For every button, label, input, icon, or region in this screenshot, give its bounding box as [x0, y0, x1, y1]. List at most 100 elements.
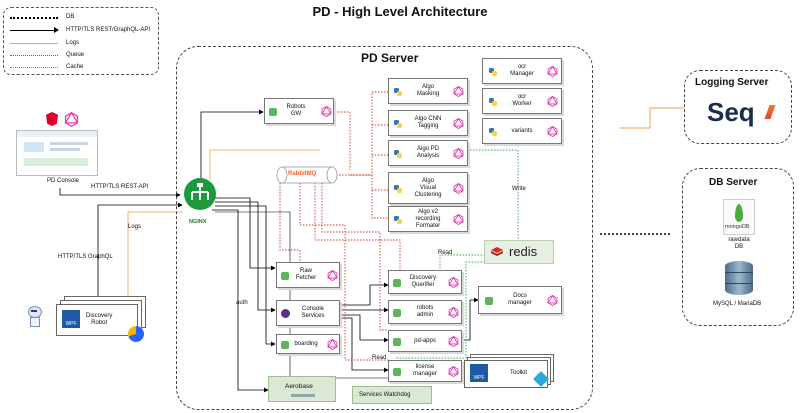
- node-icon: [393, 338, 401, 346]
- pd-console[interactable]: [16, 112, 98, 178]
- graphql-icon: [327, 339, 338, 350]
- graphql-icon: [453, 214, 464, 225]
- legend-logs: Logs: [10, 38, 156, 48]
- graphql-icon: [547, 66, 558, 77]
- angular-icon: [46, 112, 58, 126]
- nginx-icon: [184, 178, 216, 210]
- python-icon: [489, 128, 497, 136]
- redis-label: redis: [509, 244, 538, 259]
- robot-icon: [26, 306, 42, 327]
- rabbitmq-queue: RabbitMQ: [276, 166, 338, 184]
- database-icon: [725, 261, 753, 295]
- ocr-worker[interactable]: ocr Worker: [482, 88, 562, 114]
- robots-gw[interactable]: Robots GW: [264, 98, 334, 124]
- node-icon: [485, 297, 493, 305]
- node-icon: [269, 108, 277, 116]
- node-icon: [281, 341, 289, 349]
- seq-mark-icon: [764, 105, 776, 119]
- legend-db: DB: [10, 12, 156, 22]
- graphql-icon: [321, 106, 332, 117]
- db-server: DB Server mongoDB rawdata DB MySQL / Mar…: [682, 168, 794, 326]
- graphql-icon: [448, 336, 459, 347]
- graphql-icon: [448, 366, 459, 377]
- seq-logo: Seq: [707, 97, 755, 127]
- read-label-2: Read: [372, 355, 387, 361]
- db-server-title: DB Server: [709, 177, 758, 188]
- graphql-icon: [448, 277, 459, 288]
- graphql-icon: [547, 96, 558, 107]
- redis-cache[interactable]: redis: [484, 240, 554, 264]
- python-icon: [394, 150, 402, 158]
- pie-icon: [128, 326, 144, 342]
- toolkit-label: Toolkit: [510, 370, 528, 376]
- node-icon: [393, 368, 401, 376]
- aerobase[interactable]: Aerobase: [268, 376, 336, 402]
- python-icon: [489, 98, 497, 106]
- graphql-icon: [547, 295, 558, 306]
- discovery-robot[interactable]: WPF Discovery Robot: [56, 296, 148, 342]
- legend-cache: Cache: [10, 62, 156, 72]
- wpf-icon: WPF: [470, 364, 488, 382]
- pd-server: PD Server: [176, 46, 593, 410]
- robots-admin[interactable]: robots admin: [388, 300, 462, 324]
- boarding[interactable]: boarding: [276, 334, 340, 354]
- logging-server-title: Logging Server: [695, 77, 769, 88]
- toolkit[interactable]: WPF Toolkit: [464, 354, 554, 388]
- nginx-label: NGINX: [189, 219, 207, 225]
- python-icon: [489, 68, 497, 76]
- python-icon: [394, 185, 402, 193]
- page-title: PD - High Level Architecture: [312, 4, 488, 19]
- aerobase-logo-icon: [291, 394, 315, 397]
- graphql-icon: [547, 126, 558, 137]
- ocr-manager[interactable]: ocr Manager: [482, 58, 562, 84]
- pd-apps[interactable]: pd-apps: [388, 330, 462, 352]
- mysql-caption: MySQL / MariaDB: [713, 301, 762, 307]
- python-icon: [394, 88, 402, 96]
- graphql-label: HTTP/TLS GraphQL: [58, 254, 113, 260]
- variants[interactable]: variants: [482, 118, 562, 144]
- wpf-icon: WPF: [62, 310, 80, 328]
- rabbitmq-label: RabbitMQ: [288, 171, 317, 177]
- logs-label: Logs: [128, 224, 142, 230]
- algo-cnn-tagging[interactable]: Algo CNN Tagging: [388, 110, 468, 136]
- discovery-querifier[interactable]: Discovery Querifier: [388, 270, 462, 294]
- pd-console-label: PD Console: [47, 178, 80, 184]
- python-icon: [394, 120, 402, 128]
- rest-api-label: HTTP/TLS REST-API: [91, 184, 149, 190]
- pd-server-title: PD Server: [361, 51, 419, 65]
- node-icon: [393, 279, 401, 287]
- algo-masking[interactable]: Algo Masking: [388, 78, 468, 104]
- console-screenshot: [16, 130, 98, 176]
- node-icon: [393, 309, 401, 317]
- write-label: Write: [512, 186, 526, 192]
- dotnet-icon: [281, 309, 290, 318]
- graphql-icon: [453, 183, 464, 194]
- graphql-icon: [453, 148, 464, 159]
- legend: DB HTTP/TLS REST/GraphQL-API Logs Queue …: [3, 7, 159, 75]
- legend-queue: Queue: [10, 50, 156, 60]
- algo-visual-clustering[interactable]: Algo Visual Clustering: [388, 172, 468, 204]
- docs-manager[interactable]: Docs manager: [478, 286, 562, 314]
- read-label-1: Read: [438, 250, 453, 256]
- graphql-icon: [453, 118, 464, 129]
- graphql-icon: [64, 112, 79, 127]
- graphql-icon: [327, 270, 338, 281]
- license-manager[interactable]: license manager: [388, 360, 462, 382]
- legend-http: HTTP/TLS REST/GraphQL-API: [10, 25, 156, 35]
- nginx[interactable]: [182, 176, 218, 212]
- auth-label: auth: [236, 300, 248, 306]
- raw-fetcher[interactable]: Raw Fetcher: [276, 262, 340, 288]
- logging-server: Logging Server Seq: [684, 70, 792, 144]
- graphql-icon: [453, 86, 464, 97]
- algo-v2-recording-formater[interactable]: Algo v2 recording Formater: [388, 206, 468, 232]
- python-icon: [394, 216, 402, 224]
- node-icon: [281, 272, 289, 280]
- services-watchdog[interactable]: Services Watchdog: [352, 386, 432, 404]
- redis-icon: [491, 247, 503, 256]
- mongodb-icon: mongoDB: [723, 199, 755, 235]
- graphql-icon: [448, 307, 459, 318]
- algo-pd-analysis[interactable]: Algo PD Analysis: [388, 140, 468, 166]
- mongo-caption: rawdata DB: [728, 237, 750, 250]
- console-services[interactable]: Console Services: [276, 300, 340, 326]
